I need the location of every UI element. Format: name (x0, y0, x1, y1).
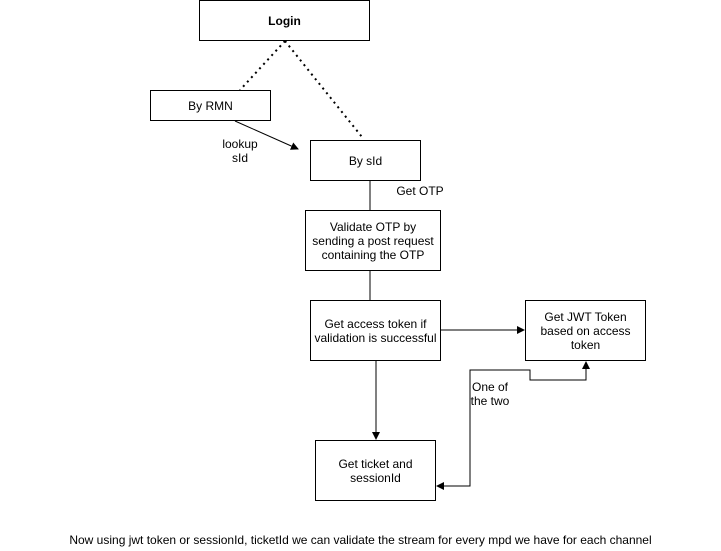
login-to-sid-dotted (284, 40, 363, 138)
lookup-label: lookup (222, 137, 258, 151)
ticket-node: Get ticket and sessionId (315, 440, 436, 501)
sid-label: sId (231, 151, 248, 165)
login-to-rmn-dotted (239, 40, 286, 91)
footer-note: Now using jwt token or sessionId, ticket… (69, 533, 652, 547)
by-sid-node: By sId (310, 140, 421, 181)
by-rmn-node: By RMN (150, 90, 271, 121)
validate-otp-node: Validate OTP by sending a post request c… (305, 210, 441, 271)
rmn-to-sid-arrow (234, 120, 299, 150)
one-of-the-two-label: One of the two (470, 380, 510, 408)
jwt-arrow-head (582, 361, 590, 369)
jwt-token-node: Get JWT Token based on access token (525, 300, 646, 361)
access-token-node: Get access token if validation is succes… (310, 300, 441, 361)
get-otp-label: Get OTP (396, 184, 444, 198)
login-node: Login (199, 0, 370, 41)
jwt-to-ticket-arrow (436, 369, 587, 490)
